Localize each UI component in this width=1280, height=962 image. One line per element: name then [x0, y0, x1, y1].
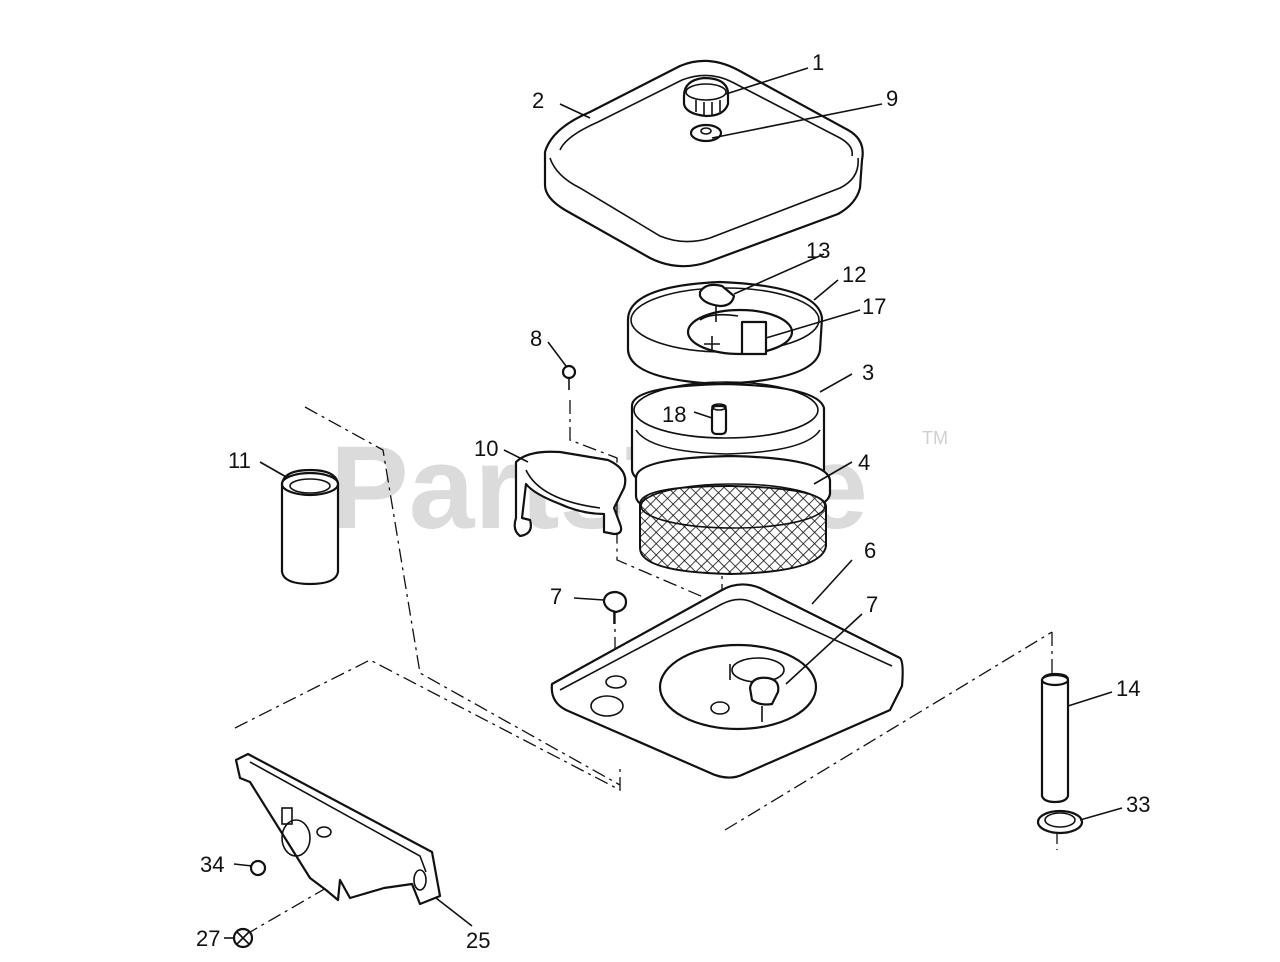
mounting-plate — [234, 752, 442, 906]
callout-34: 34 — [200, 852, 224, 877]
callout-12: 12 — [842, 262, 866, 287]
air-cleaner-base — [550, 583, 904, 779]
callout-18: 18 — [662, 402, 686, 427]
screw-8 — [561, 364, 577, 390]
callout-27: 27 — [196, 926, 220, 951]
callout-25: 25 — [466, 928, 490, 953]
callout-10: 10 — [474, 436, 498, 461]
callout-7-lower: 7 — [866, 592, 878, 617]
callout-14: 14 — [1116, 676, 1140, 701]
callouts: 1 2 9 13 12 17 3 18 4 8 10 11 6 7 7 14 3… — [196, 50, 1150, 953]
callout-3: 3 — [862, 360, 874, 385]
nut-34 — [249, 859, 267, 877]
callout-4: 4 — [858, 450, 870, 475]
wing-nut — [682, 76, 730, 118]
leader-lines — [224, 67, 1123, 939]
hose-clamp — [1036, 809, 1084, 835]
bolt-7-upper — [602, 590, 628, 624]
callout-33: 33 — [1126, 792, 1150, 817]
callout-1: 1 — [812, 50, 824, 75]
stud — [710, 403, 728, 436]
seal-washer — [689, 123, 723, 143]
callout-2: 2 — [532, 88, 544, 113]
breather-tube — [1040, 672, 1070, 804]
callout-11: 11 — [228, 448, 251, 473]
filter-element — [634, 454, 832, 576]
callout-7-upper: 7 — [550, 584, 562, 609]
bolt-7-lower — [729, 664, 780, 722]
callout-9: 9 — [886, 86, 898, 111]
nut-27 — [232, 927, 254, 949]
watermark-trademark: TM — [922, 428, 948, 448]
air-cleaner-cover — [543, 59, 864, 268]
tube — [280, 468, 340, 586]
callout-13: 13 — [806, 238, 830, 263]
bracket — [513, 450, 627, 538]
callout-17: 17 — [862, 294, 886, 319]
callout-6: 6 — [864, 538, 876, 563]
precleaner-wing-nut — [698, 283, 736, 322]
callout-8: 8 — [530, 326, 542, 351]
